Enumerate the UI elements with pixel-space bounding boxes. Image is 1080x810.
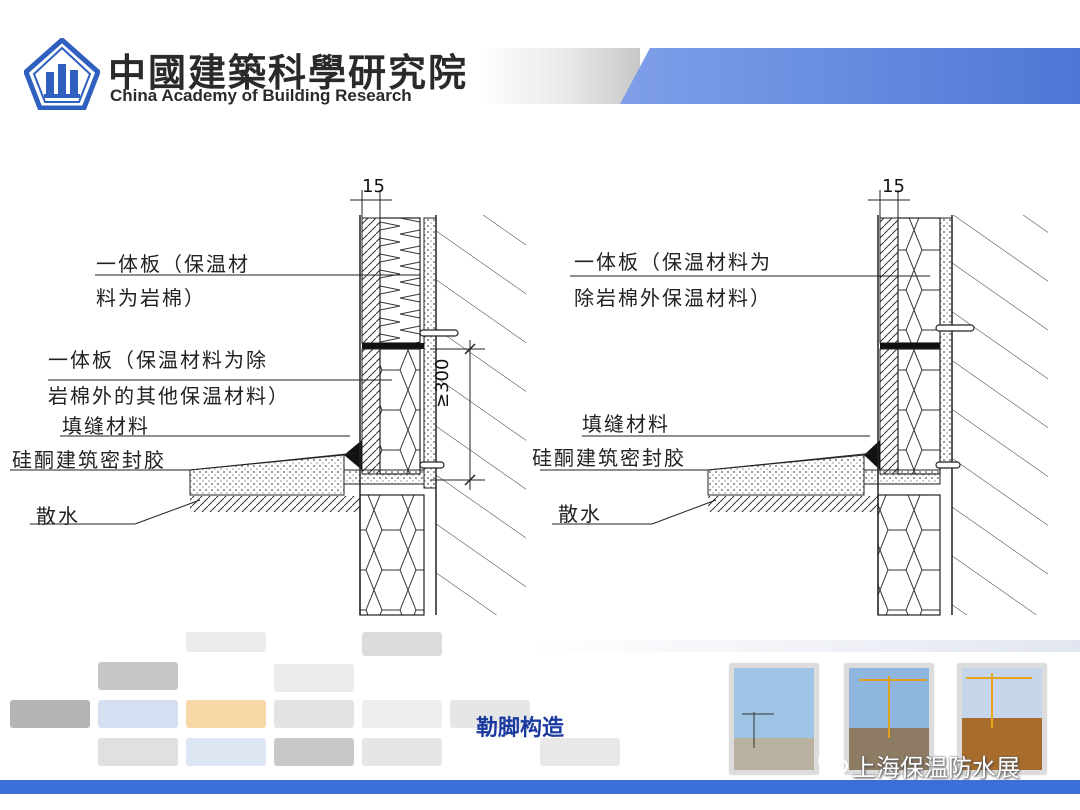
mortar-layer	[423, 217, 437, 489]
decor-tile	[186, 632, 266, 652]
bottom-bar	[0, 780, 1080, 794]
label-panel-rockwool-1: 一体板（保温材	[96, 252, 250, 276]
decor-tile	[98, 738, 178, 766]
concrete-wall	[952, 215, 1048, 615]
lower-wall	[877, 494, 941, 616]
decor-tile	[98, 700, 178, 728]
decor-tile	[274, 664, 354, 692]
diagram-left	[10, 190, 526, 616]
dim-top-left: 15	[362, 176, 385, 197]
watermark-text: 上海保温防水展	[852, 754, 1020, 782]
concrete-wall	[436, 215, 526, 615]
org-name-en: China Academy of Building Research	[110, 86, 412, 105]
photo-site-1	[730, 664, 818, 774]
insulation-panel-lower	[897, 348, 941, 475]
insulation-panel	[379, 348, 421, 475]
cabr-logo-icon	[24, 38, 100, 110]
header-blue-band	[620, 48, 1080, 104]
decor-tile	[186, 700, 266, 728]
decor-tile	[98, 662, 178, 690]
label-filler-right: 填缝材料	[582, 412, 670, 436]
slide-caption: 勒脚构造	[476, 716, 565, 741]
decor-tile	[274, 700, 354, 728]
label-apron-right: 散水	[558, 502, 602, 526]
wechat-icon	[818, 751, 848, 774]
finish-layer	[879, 217, 899, 344]
finish-layer	[361, 217, 381, 344]
header-band	[480, 48, 1080, 104]
decor-tile	[362, 738, 442, 766]
org-name-cn: 中國建築科學研究院	[108, 50, 469, 95]
label-panel-other-1: 一体板（保温材料为除	[48, 348, 268, 372]
sealant	[864, 440, 880, 470]
insulation-panel-upper	[897, 217, 941, 344]
dim-side-left: ≥300	[432, 358, 453, 408]
diagram-right	[540, 190, 1048, 616]
ground-hatch	[708, 496, 878, 512]
photo-site-3	[958, 664, 1046, 774]
decor-tile	[10, 700, 90, 728]
label-panel-other-2: 岩棉外的其他保温材料）	[48, 384, 290, 408]
ground-hatch	[190, 496, 360, 512]
photo-site-2	[845, 664, 933, 774]
mortar-layer	[939, 217, 953, 469]
apron-slope	[189, 454, 345, 496]
footer-divider	[530, 640, 1080, 652]
decor-tile	[274, 738, 354, 766]
label-panel-rockwool-2: 料为岩棉）	[96, 286, 206, 310]
lower-wall	[359, 494, 425, 616]
bottom-bar-shadow	[0, 794, 1080, 810]
label-apron-left: 散水	[36, 504, 80, 528]
label-panel-right-1: 一体板（保温材料为	[574, 250, 772, 274]
rockwool-panel	[379, 217, 421, 344]
label-sealant-right: 硅酮建筑密封胶	[532, 446, 686, 470]
decor-tile	[362, 632, 442, 656]
decor-tile	[362, 700, 442, 728]
label-panel-right-2: 除岩棉外保温材料）	[574, 286, 772, 310]
decor-tile	[540, 738, 620, 766]
header-gray-gradient	[480, 48, 640, 104]
apron-slope	[707, 454, 865, 496]
sealant	[344, 440, 362, 470]
dim-top-right: 15	[882, 176, 905, 197]
label-filler-left: 填缝材料	[62, 414, 150, 438]
decor-tile	[186, 738, 266, 766]
label-sealant-left: 硅酮建筑密封胶	[12, 448, 166, 472]
decor-tile	[450, 700, 530, 728]
